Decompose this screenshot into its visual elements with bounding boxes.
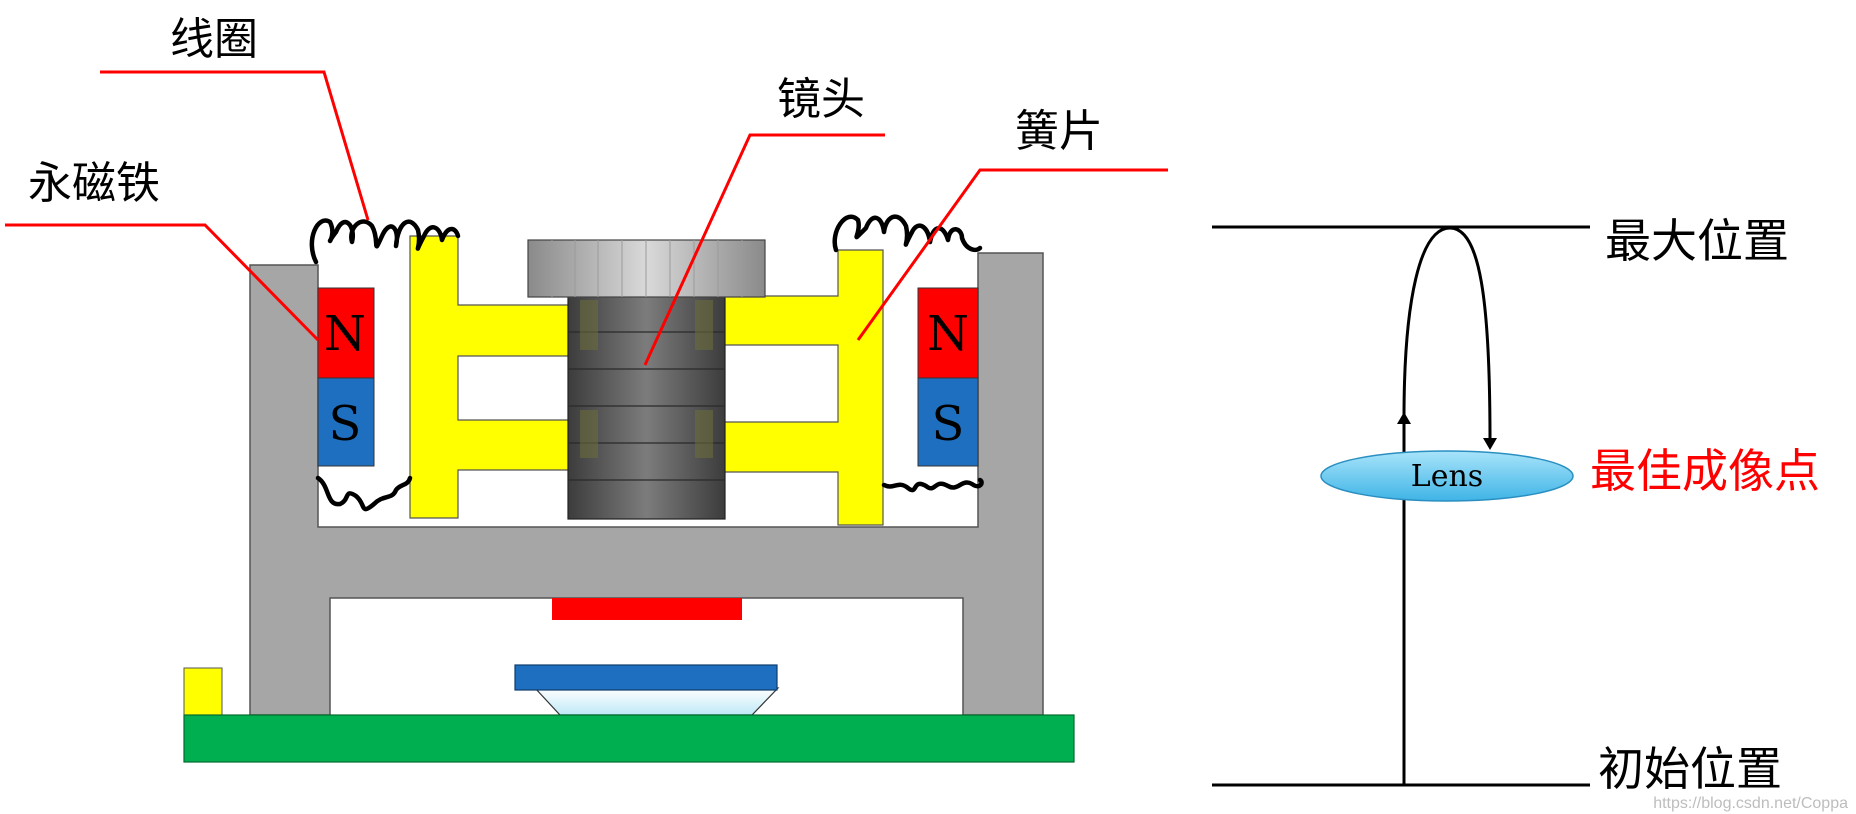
coil-windings [309,214,984,512]
coil-bottom-left [315,475,413,512]
coil-top-right [832,214,983,253]
coil-top-left [309,218,461,265]
label-best-focus: 最佳成像点 [1590,444,1820,498]
pcb-board [183,714,1075,763]
image-sensor [514,664,780,716]
label-spring: 簧片 [1015,106,1103,157]
magnet-right-north-label: N [927,306,969,362]
lens-cap [527,239,766,298]
leader-coil [100,70,370,221]
lens-ellipse-label: Lens [1411,459,1483,494]
leader-spring [856,168,1168,341]
coil-bottom-right [881,477,984,493]
label-magnet: 永磁铁 [28,158,160,209]
leader-lens [643,133,885,366]
vcm-structure: N S N S [5,14,1168,763]
magnet-right [917,287,979,467]
label-initial-position: 初始位置 [1598,742,1782,796]
magnet-right-south-label: S [932,396,965,452]
leader-lines [5,70,1168,366]
lens-ellipse [1320,450,1574,502]
focus-motion-diagram: Lens 最大位置 最佳成像点 初始位置 [1212,214,1820,796]
leader-magnet [5,223,320,342]
overshoot-loop [1402,226,1492,441]
ir-filter [552,598,742,620]
spring-left [409,235,581,519]
magnet-left-south-label: S [329,396,362,452]
watermark: https://blog.csdn.net/Coppa [1653,795,1848,812]
lens-barrel [567,294,726,520]
label-coil: 线圈 [170,14,258,65]
magnet-left [317,287,375,467]
label-max-position: 最大位置 [1605,214,1789,268]
label-lens: 镜头 [777,74,865,125]
magnet-left-north-label: N [324,306,366,362]
connector-block [183,667,223,718]
